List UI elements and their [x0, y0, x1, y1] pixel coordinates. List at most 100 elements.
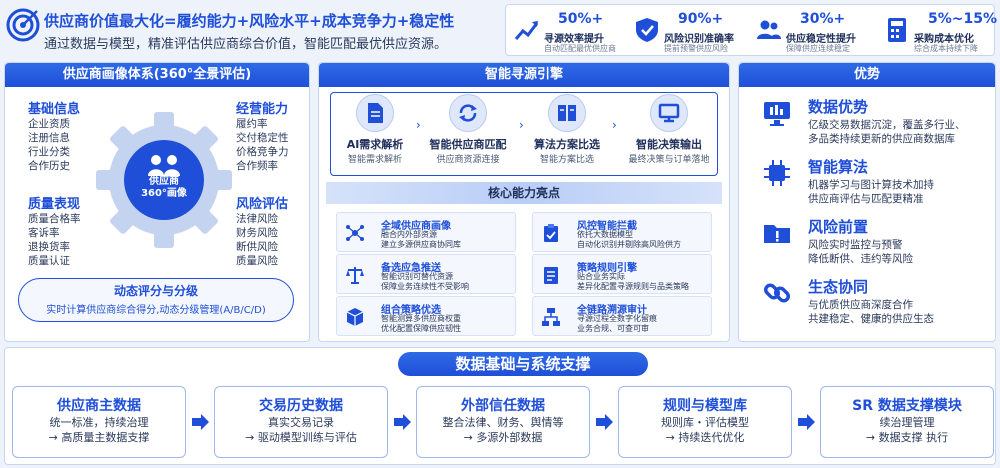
folder-warning-icon: [764, 225, 790, 243]
capability-card: 组合策略优选 智能测算多供应商权重 优化配置保障供应韧性: [336, 296, 516, 336]
basic-info-item: 行业分类: [28, 146, 70, 158]
foundation-box-title: 外部信任数据: [461, 398, 545, 414]
engine-step-compare: 算法方案比选 智能方案比选: [525, 94, 609, 165]
gear-icon: [96, 112, 232, 248]
dynamic-scoring-title: 动态评分与分级: [113, 284, 198, 298]
advantages-panel-title: 优势: [739, 63, 995, 87]
arrow-icon: ›: [612, 118, 617, 132]
stats-bar: 50%+ 寻源效率提升 自动匹配最优供应商 90%+ 风险识别准确率 提前预警供…: [505, 4, 998, 56]
advantage-line: 与优质供应商深度合作: [808, 299, 913, 311]
flow-icon: [542, 308, 560, 326]
capability-title: 备选应急推送: [381, 263, 441, 274]
quality-item: 质量认证: [28, 255, 70, 267]
advantage-line: 亿级交易数据沉淀，覆盖多行业、: [808, 119, 966, 131]
capability-line: 业务合规、可查可审: [577, 324, 649, 333]
capability-line: 差异化配置寻源规则与品类策略: [577, 282, 689, 291]
quality-item: 退换货率: [28, 241, 70, 253]
arrow-right-icon: [596, 414, 613, 430]
foundation-box: 外部信任数据 整合法律、财务、舆情等 → 多源外部数据: [416, 386, 590, 458]
step-sub: 智能方案比选: [539, 155, 594, 165]
portrait-risk: 风险评估 法律风险 财务风险 断供风险 质量风险: [236, 193, 288, 268]
dynamic-scoring-desc: 实时计算供应商综合得分,动态分级管理(A/B/C/D): [46, 305, 266, 316]
step-sub: 供应商资源连接: [436, 155, 500, 165]
stat-sub: 保障供应连续稳定: [786, 44, 850, 53]
capability-line: 贴合业务实际: [577, 272, 625, 281]
basic-info-title: 基础信息: [28, 102, 81, 117]
foundation-box-line: 统一标准，持续治理: [49, 416, 149, 429]
dynamic-scoring-box: 动态评分与分级 实时计算供应商综合得分,动态分级管理(A/B/C/D): [18, 278, 294, 322]
foundation-box-line: → 高质量主数据支撑: [48, 431, 150, 444]
engine-panel-title: 智能寻源引擎: [319, 63, 729, 87]
sync-icon: [449, 94, 487, 132]
step-sub: 最终决策与订单落地: [628, 155, 710, 165]
foundation-box-line: → 多源外部数据: [463, 431, 543, 444]
risk-item: 法律风险: [236, 213, 278, 225]
arrow-icon: ›: [416, 118, 421, 132]
calculator-icon: [888, 18, 906, 42]
advantage-title: 数据优势: [808, 98, 869, 116]
document-icon: [356, 94, 394, 132]
page-title: 供应商价值最大化=履约能力+风险水平+成本竞争力+稳定性: [44, 12, 455, 30]
target-icon: [6, 8, 40, 42]
shield-check-icon: [636, 18, 658, 42]
foundation-box-line: → 驱动模型训练与评估: [245, 431, 357, 444]
advantage-line: 供应商评估与匹配更精准: [808, 193, 924, 205]
engine-step-matching: 智能供应商匹配 供应商资源连接: [426, 94, 510, 165]
advantage-line: 多品类持续更新的供应商数据库: [808, 133, 955, 145]
operation-item: 价格竞争力: [236, 146, 289, 158]
operation-item: 合作频率: [236, 160, 278, 172]
risk-item: 财务风险: [236, 227, 278, 239]
advantage-title: 风险前置: [808, 218, 869, 236]
monitor-icon: [764, 102, 790, 126]
cube-icon: [346, 308, 364, 326]
portrait-center-label: 供应商 360°画像: [141, 176, 187, 199]
scale-icon: [346, 267, 364, 284]
advantage-line: 机器学习与图计算技术加持: [808, 179, 934, 191]
stat-value: 90%+: [678, 11, 724, 27]
stat-value: 30%+: [800, 11, 846, 27]
step-title: 智能供应商匹配: [429, 138, 507, 151]
capability-card: 风控智能拦截 依托大数据模型 自动化识别并剔除高风险供方: [532, 212, 712, 252]
risk-title: 风险评估: [236, 197, 289, 212]
stat-sub: 提前预警供应风险: [664, 44, 728, 53]
portrait-operation: 经营能力 履约率 交付稳定性 价格竞争力 合作频率: [236, 98, 289, 173]
capability-line: 建立多源供应商协同库: [381, 240, 461, 249]
step-sub: 智能需求解析: [347, 155, 402, 165]
capability-title: 全域供应商画像: [381, 221, 451, 232]
capability-title: 全链路溯源审计: [577, 305, 647, 316]
stat-sub: 自动匹配最优供应商: [544, 44, 616, 53]
page-subtitle: 通过数据与模型，精准评估供应商综合价值，智能匹配最优供应资源。: [44, 37, 448, 52]
foundation-box: 交易历史数据 真实交易记录 → 驱动模型训练与评估: [214, 386, 388, 458]
advantage-title: 智能算法: [808, 158, 869, 176]
foundation-box-title: 规则与模型库: [663, 398, 747, 414]
operation-item: 履约率: [236, 118, 268, 130]
foundation-box-title: 交易历史数据: [259, 398, 343, 414]
network-icon: [346, 225, 364, 241]
capability-card: 全链路溯源审计 寻源过程全数字化留痕 业务合规、可查可审: [532, 296, 712, 336]
capability-line: 智能测算多供应商权重: [381, 314, 461, 323]
advantage-title: 生态协同: [808, 278, 869, 296]
chart-up-icon: [514, 21, 539, 40]
arrow-icon: ›: [519, 118, 524, 132]
foundation-box: 供应商主数据 统一标准，持续治理 → 高质量主数据支撑: [12, 386, 186, 458]
monitor-icon: [650, 94, 688, 132]
compare-icon: [548, 94, 586, 132]
foundation-box-line: → 持续迭代优化: [665, 431, 745, 444]
foundation-box: 规则与模型库 规则库・评估模型 → 持续迭代优化: [618, 386, 792, 458]
capability-line: 智能识别可替代资源: [381, 272, 453, 281]
arrow-right-icon: [798, 414, 815, 430]
checklist-icon: [544, 267, 558, 284]
risk-item: 质量风险: [236, 255, 278, 267]
capability-card: 全域供应商画像 融合内外部资源 建立多源供应商协同库: [336, 212, 516, 252]
foundation-box-line: 真实交易记录: [268, 416, 334, 429]
stat-value: 5%~15%: [928, 11, 998, 27]
foundation-box-title: SR 数据支撑模块: [852, 398, 962, 414]
engine-flow-frame: [330, 92, 718, 176]
foundation-title: 数据基础与系统支撑: [398, 352, 648, 376]
portrait-quality: 质量表现 质量合格率 客诉率 退换货率 质量认证: [28, 193, 81, 268]
capability-line: 融合内外部资源: [381, 230, 437, 239]
advantage-line: 风险实时监控与预警: [808, 239, 903, 251]
risk-item: 断供风险: [236, 241, 278, 253]
basic-info-item: 合作历史: [28, 160, 70, 172]
chip-icon: [764, 160, 790, 186]
